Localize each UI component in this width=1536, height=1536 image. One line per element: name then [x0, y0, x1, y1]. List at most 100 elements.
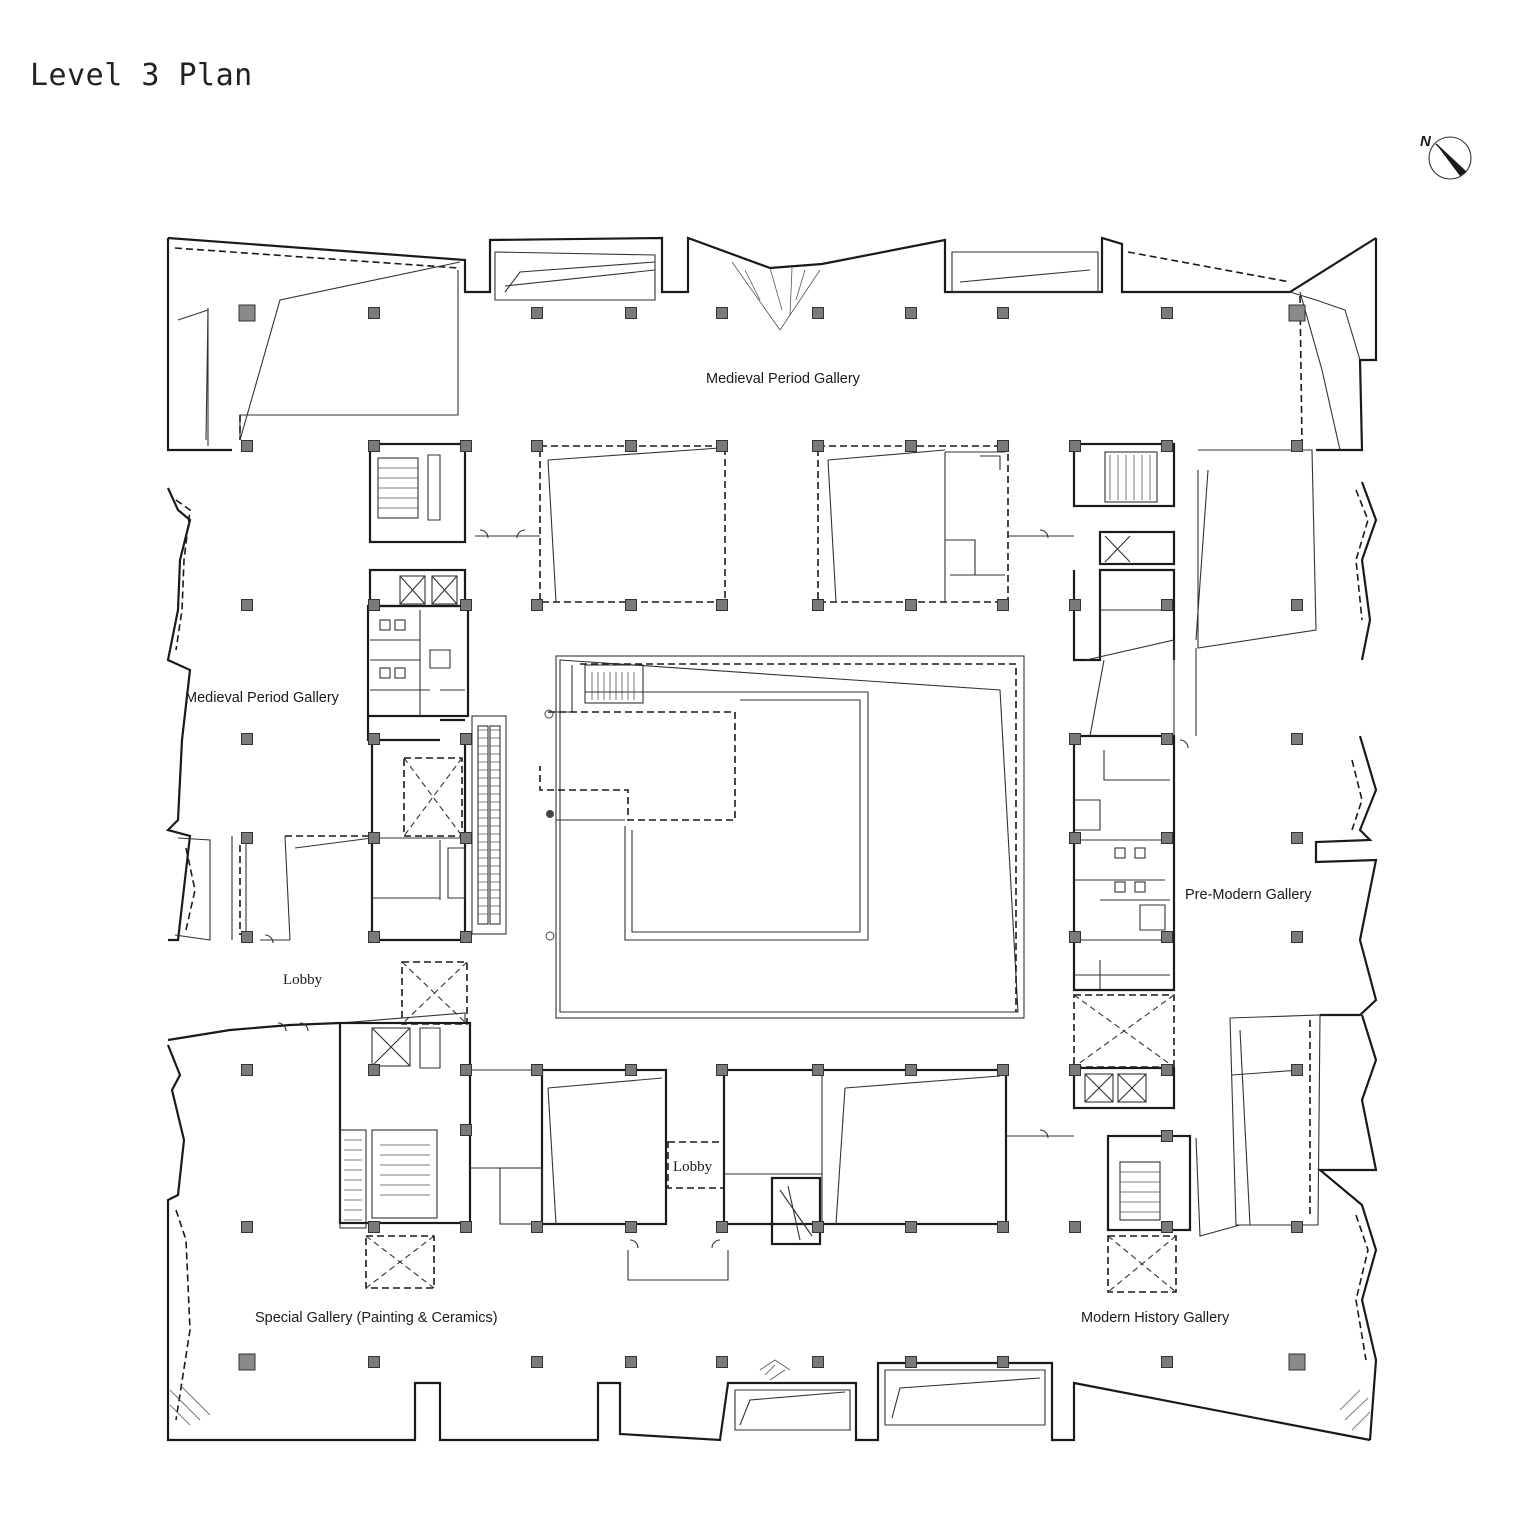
column [997, 307, 1009, 319]
column [1291, 733, 1303, 745]
plan-title: Level 3 Plan [30, 58, 253, 93]
column [1161, 307, 1173, 319]
column [531, 1221, 543, 1233]
column [1291, 599, 1303, 611]
column [368, 599, 380, 611]
column [812, 307, 824, 319]
column [625, 440, 637, 452]
column [997, 1221, 1009, 1233]
column [1291, 1221, 1303, 1233]
column [531, 1356, 543, 1368]
east-side-walls [1195, 1014, 1321, 1237]
column [368, 931, 380, 943]
column [241, 599, 253, 611]
column [905, 1064, 917, 1076]
column [716, 1356, 728, 1368]
column [241, 440, 253, 452]
column [368, 1356, 380, 1368]
north-exhibit-rooms [539, 445, 1009, 603]
central-atrium [539, 655, 1025, 1019]
column [460, 1064, 472, 1076]
column [716, 440, 728, 452]
column [997, 440, 1009, 452]
south-exhibit-rooms [169, 1021, 1371, 1431]
column [812, 440, 824, 452]
label-special-gallery: Special Gallery (Painting & Ceramics) [255, 1310, 498, 1326]
column [812, 1221, 824, 1233]
column [1291, 832, 1303, 844]
column [368, 1221, 380, 1233]
outer-perimeter [165, 236, 1378, 1442]
column [905, 599, 917, 611]
column [1161, 733, 1173, 745]
column [460, 832, 472, 844]
corner-column [238, 1353, 256, 1371]
column [531, 1064, 543, 1076]
column [905, 440, 917, 452]
label-pre-modern-gallery: Pre-Modern Gallery [1185, 887, 1312, 903]
column [1161, 1064, 1173, 1076]
column [812, 1064, 824, 1076]
column [905, 1356, 917, 1368]
label-lobby-south: Lobby [673, 1159, 713, 1175]
column [625, 599, 637, 611]
column [241, 931, 253, 943]
column [241, 733, 253, 745]
column [997, 1356, 1009, 1368]
column [368, 832, 380, 844]
west-core [174, 442, 507, 942]
west-lobby-area [339, 961, 468, 1025]
column [241, 1221, 253, 1233]
column [812, 1356, 824, 1368]
label-medieval-gallery-north: Medieval Period Gallery [706, 371, 861, 387]
column [716, 307, 728, 319]
column [905, 1221, 917, 1233]
column [368, 307, 380, 319]
column [1161, 1130, 1173, 1142]
column [460, 931, 472, 943]
label-modern-history-gallery: Modern History Gallery [1081, 1310, 1230, 1326]
column [241, 1064, 253, 1076]
column [460, 440, 472, 452]
column [905, 307, 917, 319]
column [625, 1064, 637, 1076]
column [625, 1356, 637, 1368]
door-swings [260, 529, 1189, 1249]
column [1161, 599, 1173, 611]
column [997, 1064, 1009, 1076]
column [997, 599, 1009, 611]
column [1069, 1221, 1081, 1233]
corner-column [238, 304, 256, 322]
column [241, 832, 253, 844]
column [1069, 931, 1081, 943]
column [368, 733, 380, 745]
column [1161, 832, 1173, 844]
column [1069, 440, 1081, 452]
north-arrow-label: N [1420, 133, 1432, 150]
column [1161, 1221, 1173, 1233]
column [1161, 1356, 1173, 1368]
label-lobby-west: Lobby [283, 972, 323, 988]
column [812, 599, 824, 611]
column [368, 1064, 380, 1076]
column [1069, 599, 1081, 611]
structural-columns [238, 304, 1306, 1371]
column [1291, 440, 1303, 452]
column [531, 307, 543, 319]
label-medieval-gallery-west: Medieval Period Gallery [185, 690, 340, 706]
column [1069, 832, 1081, 844]
column [716, 1064, 728, 1076]
column [1069, 733, 1081, 745]
column [460, 599, 472, 611]
column [625, 1221, 637, 1233]
column [1161, 931, 1173, 943]
column [531, 440, 543, 452]
corner-column [1288, 1353, 1306, 1371]
column [716, 599, 728, 611]
column [625, 307, 637, 319]
column [716, 1221, 728, 1233]
column [1161, 440, 1173, 452]
north-arrow-icon: N [1420, 133, 1472, 180]
column [460, 733, 472, 745]
